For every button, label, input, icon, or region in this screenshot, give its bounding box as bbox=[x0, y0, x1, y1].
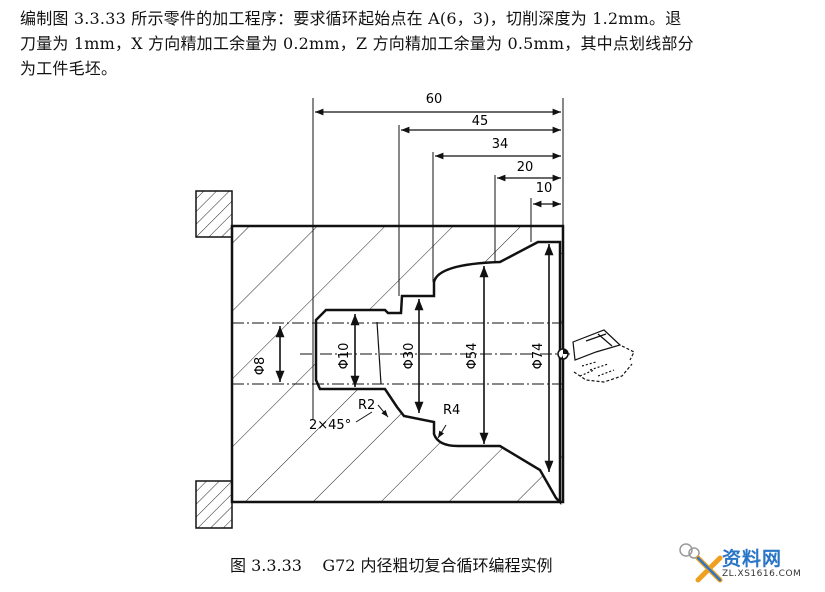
chuck-jaws bbox=[195, 190, 233, 529]
problem-line-3: 为工件毛坯。 bbox=[20, 59, 118, 78]
figure-title: G72 内径粗切复合循环编程实例 bbox=[322, 556, 553, 575]
start-point-marker bbox=[557, 348, 569, 360]
upper-chuck-jaw bbox=[195, 190, 233, 238]
problem-line-1: 编制图 3.3.33 所示零件的加工程序：要求循环起始点在 A(6，3)，切削深… bbox=[20, 9, 682, 28]
problem-statement: 编制图 3.3.33 所示零件的加工程序：要求循环起始点在 A(6，3)，切削深… bbox=[20, 6, 810, 81]
watermark-url: ZL.XS1616.COM bbox=[722, 569, 802, 579]
diameter-dimensions bbox=[275, 244, 554, 472]
figure-caption: 图 3.3.33 G72 内径粗切复合循环编程实例 bbox=[230, 552, 553, 576]
watermark-brand: 资料网 bbox=[722, 548, 783, 570]
dim-label-45: 45 bbox=[472, 114, 489, 129]
figure-number: 图 3.3.33 bbox=[230, 556, 302, 575]
dia-label-10: Φ10 bbox=[337, 343, 352, 370]
boring-tool bbox=[572, 329, 635, 383]
watermark-logo-icon bbox=[679, 543, 723, 583]
dim-label-10: 10 bbox=[536, 181, 553, 196]
lower-chuck-jaw bbox=[195, 480, 233, 529]
extension-lines bbox=[312, 98, 564, 420]
inner-groove-line bbox=[376, 321, 382, 385]
workpiece-section bbox=[230, 224, 565, 506]
dia-label-30: Φ30 bbox=[402, 343, 417, 370]
chamfer-label: 2×45° bbox=[309, 418, 351, 433]
dim-label-60: 60 bbox=[426, 92, 443, 107]
horizontal-dimensions bbox=[315, 108, 561, 208]
radius-label-r4: R4 bbox=[443, 403, 460, 418]
dim-label-34: 34 bbox=[492, 137, 509, 152]
dia-label-74: Φ74 bbox=[531, 343, 546, 370]
dia-label-54: Φ54 bbox=[465, 343, 480, 370]
problem-line-2: 刀量为 1mm，X 方向精加工余量为 0.2mm，Z 方向精加工余量为 0.5m… bbox=[20, 34, 694, 53]
dia-label-8: Φ8 bbox=[253, 357, 268, 376]
dim-label-20: 20 bbox=[517, 160, 534, 175]
radius-label-r2: R2 bbox=[358, 398, 375, 413]
